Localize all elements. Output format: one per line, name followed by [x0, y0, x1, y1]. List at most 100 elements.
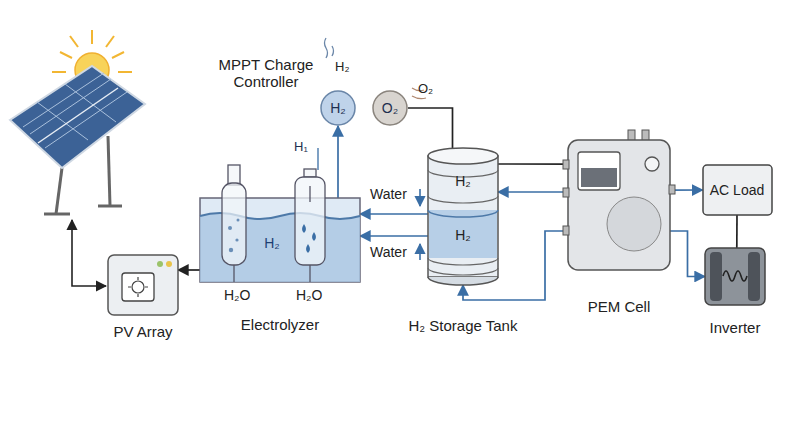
text-label: H₁: [294, 140, 308, 155]
diagram-node: H₂Electrolyzer: [200, 198, 360, 282]
node-text: H₂: [455, 173, 471, 189]
connector: [360, 213, 428, 215]
drawing-part: [128, 277, 148, 297]
drawing-part: [428, 148, 498, 164]
drawing-part: [38, 88, 118, 143]
drawing-part: [563, 226, 569, 235]
water-arrow: [419, 189, 421, 206]
drawing-part: [65, 84, 116, 122]
drawing-part: [412, 96, 426, 99]
drawing-part: [581, 168, 617, 187]
node-text: H₂: [455, 227, 471, 243]
drawing-part: [45, 92, 127, 148]
panel-wire: [72, 220, 106, 286]
drawing-part: [60, 52, 72, 58]
node-caption: Electrolyzer: [241, 316, 319, 333]
node-text: H₂: [264, 235, 280, 251]
drawing-part: [118, 71, 132, 73]
drawing-part: [98, 205, 122, 208]
node-text: AC Load: [710, 182, 764, 198]
drawing-part: [122, 273, 154, 301]
drawing-part: [302, 224, 316, 253]
connector: [360, 235, 428, 237]
node-text: O₂: [382, 100, 398, 116]
drawing-part: [23, 73, 104, 127]
connector: [337, 126, 339, 198]
text-label: Water: [370, 244, 407, 260]
connector: [670, 231, 705, 277]
drawing-part: [309, 265, 310, 282]
diagram-node: Inverter: [705, 248, 765, 305]
diagram-node: H₂: [320, 90, 356, 126]
drawing-part: [710, 252, 722, 301]
node-caption: H₂ Storage Tank: [409, 317, 518, 334]
drawing-part: [70, 36, 78, 47]
node-outline: [705, 248, 765, 305]
drawing-part: [428, 170, 498, 275]
diagram-node: H₂H₂H₂ Storage Tank: [428, 148, 498, 285]
drawing-part: [23, 73, 127, 148]
drawing-part: [222, 183, 246, 265]
drawing-part: [229, 248, 233, 252]
drawing-part: [325, 38, 328, 58]
drawing-part: [166, 261, 172, 267]
drawing-part: [317, 148, 318, 170]
connector: [498, 191, 568, 193]
node-text: H₂: [330, 100, 346, 116]
node-outline: [200, 198, 360, 282]
drawing-part: [429, 210, 497, 258]
drawing-part: [645, 157, 659, 171]
text-label: O₂: [418, 82, 433, 97]
node-outline: [428, 148, 498, 285]
drawing-part: [10, 66, 145, 168]
drawing-part: [563, 188, 569, 197]
drawing-part: [563, 160, 569, 169]
drawing-part: [748, 252, 760, 301]
node-caption: PEM Cell: [588, 298, 651, 315]
text-label: H₂O: [296, 287, 322, 303]
drawing-part: [91, 30, 93, 44]
gas-marks: [318, 38, 426, 170]
drawing-part: [703, 165, 772, 215]
drawing-part: [568, 140, 670, 270]
diagram-node: AC Load: [703, 165, 772, 215]
drawing-part: [295, 177, 325, 265]
drawing-part: [304, 169, 316, 177]
drawing-part: [373, 91, 407, 125]
drawing-part: [157, 261, 163, 267]
text-label: Water: [370, 186, 407, 202]
drawing-part: [578, 152, 620, 190]
drawing-part: [669, 185, 675, 194]
text-label: MPPT Charge Controller: [206, 56, 326, 91]
drawing-part: [52, 71, 66, 73]
connector: [178, 269, 200, 271]
diagram-node: O₂: [372, 90, 408, 126]
water-arrow: [419, 244, 421, 260]
text-label: H₂: [335, 60, 349, 75]
drawing-part: [228, 165, 240, 185]
drawing-part: [233, 265, 234, 282]
drawing-part: [321, 91, 355, 125]
connector: [408, 108, 453, 148]
connector: [498, 163, 568, 165]
drawing-part: [332, 46, 334, 56]
drawing-part: [56, 168, 62, 214]
drawing-part: [607, 197, 661, 251]
text-label: H₂O: [224, 287, 250, 303]
drawing-part: [428, 156, 498, 277]
drawing-part: [237, 219, 240, 222]
drawing-part: [108, 255, 178, 315]
drawing-part: [705, 248, 765, 305]
node-caption: PV Array: [113, 323, 172, 340]
diagram-node: PEM Cell: [568, 140, 670, 270]
drawing-part: [228, 226, 232, 230]
drawing-part: [428, 210, 498, 217]
drawing-part: [428, 277, 498, 285]
connector: [736, 215, 738, 248]
node-outline: [568, 140, 670, 270]
drawing-part: [106, 36, 114, 47]
node-caption: Inverter: [710, 319, 761, 336]
